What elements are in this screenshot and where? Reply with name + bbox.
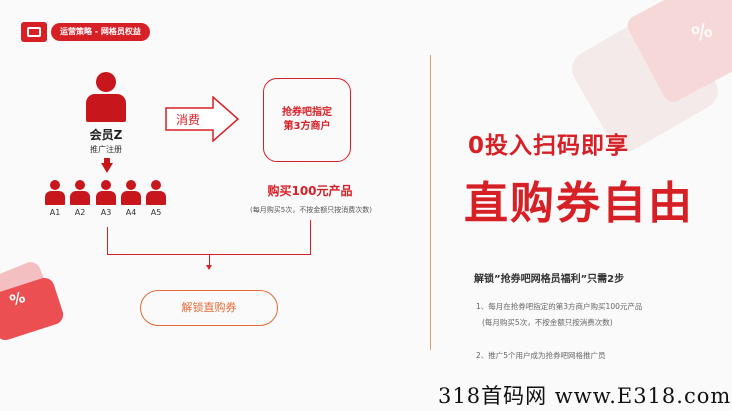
sub-member-icon bbox=[45, 180, 65, 206]
member-icon bbox=[86, 72, 126, 126]
sub-member-label: A5 bbox=[150, 208, 162, 217]
sub-member-label: A2 bbox=[74, 208, 86, 217]
step-item-1-note: (每月购买5次，不按金额只按消费次数) bbox=[482, 318, 613, 327]
member-name: 会员Z bbox=[89, 128, 123, 142]
consume-label: 消费 bbox=[176, 113, 201, 127]
headline-line2: 直购券自由 bbox=[464, 178, 694, 229]
buy-label: 购买100元产品 bbox=[267, 184, 353, 198]
connector-line bbox=[107, 227, 108, 255]
sub-member-label: A1 bbox=[49, 208, 61, 217]
sub-member-label: A3 bbox=[100, 208, 112, 217]
sub-member-icon bbox=[70, 180, 90, 206]
arrow-head-icon bbox=[206, 265, 212, 270]
divider bbox=[430, 55, 431, 350]
logo-icon bbox=[21, 22, 47, 42]
sub-member-icon bbox=[146, 180, 166, 206]
watermark: 318首码网 www.E318.com bbox=[438, 384, 732, 408]
buy-note: (每月购买5次，不按金额只按消费次数) bbox=[250, 206, 372, 214]
merchant-line1: 抢券吧指定 bbox=[282, 107, 332, 118]
member-subtitle: 推广注册 bbox=[90, 145, 122, 154]
connector-line bbox=[310, 220, 311, 255]
merchant-box: 抢券吧指定第3方商户 bbox=[263, 78, 351, 162]
sub-member-label: A4 bbox=[125, 208, 137, 217]
consume-arrow-icon bbox=[165, 96, 240, 142]
headline-line1: 0投入扫码即享 bbox=[468, 133, 630, 159]
sub-member-icon bbox=[96, 180, 116, 206]
down-arrow-icon bbox=[101, 163, 113, 173]
down-arrow-icon bbox=[104, 158, 110, 164]
sub-member-icon bbox=[121, 180, 141, 206]
unlock-button[interactable]: 解锁直购券 bbox=[140, 290, 278, 326]
step-item-2: 2、推广5个用户成为抢券吧网格推广员 bbox=[476, 351, 606, 360]
steps-title: 解锁”抢券吧网格员福利”只需2步 bbox=[474, 274, 625, 285]
merchant-line2: 第3方商户 bbox=[283, 121, 331, 132]
section-tag: 运营策略 - 网格员权益 bbox=[51, 23, 150, 41]
step-item-1: 1、每月在抢券吧指定的第3方商户购买100元产品 bbox=[476, 302, 643, 311]
connector-line bbox=[209, 254, 210, 267]
